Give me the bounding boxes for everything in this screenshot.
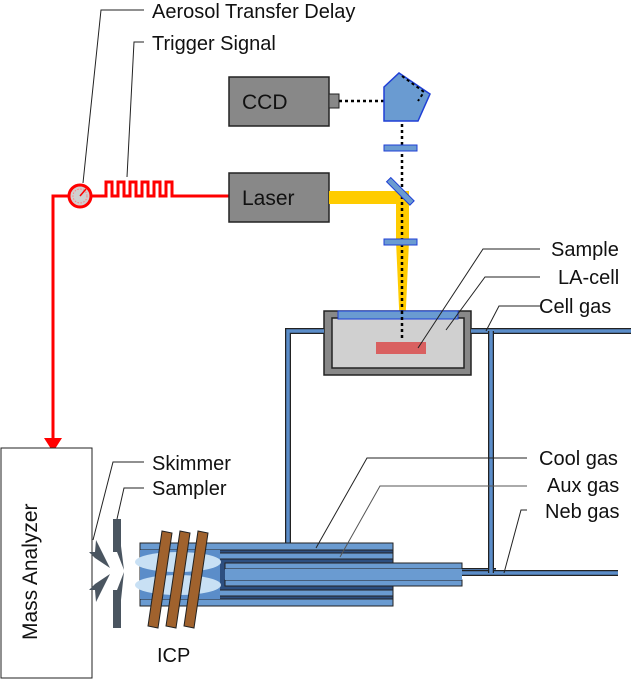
mass-analyzer-label: Mass Analyzer: [19, 503, 42, 640]
label-skimmer: Skimmer: [152, 453, 231, 475]
leader-sample: [417, 248, 540, 349]
label-cool-gas: Cool gas: [539, 448, 618, 470]
leader-trigger: [126, 41, 144, 178]
lens-upper-icon: [383, 144, 418, 152]
signal-line: [44, 180, 230, 452]
delay-dial-icon: [67, 183, 93, 209]
ccd-box: CCD: [228, 76, 340, 127]
sample-icon: [376, 342, 426, 354]
leader-sampler: [116, 487, 144, 520]
leader-la-cell: [445, 276, 540, 331]
rf-coil-icon: [147, 530, 209, 629]
label-sampler: Sampler: [152, 478, 227, 500]
leader-cool-gas: [315, 457, 527, 549]
trigger-pulse-icon: [90, 180, 230, 198]
sampler-cone-icon: [113, 519, 124, 628]
leader-aerosol: [82, 9, 144, 184]
leader-neb-gas: [503, 509, 527, 574]
label-aerosol-delay: Aerosol Transfer Delay: [152, 1, 355, 23]
mass-analyzer-box: Mass Analyzer: [0, 447, 93, 679]
label-cell-gas: Cell gas: [539, 296, 611, 318]
laser-label: Laser: [242, 187, 295, 210]
leader-skimmer: [92, 461, 144, 541]
prism-icon: [383, 72, 431, 122]
mirror-icon: [385, 176, 415, 206]
label-trigger-signal: Trigger Signal: [152, 33, 276, 55]
la-cell: [323, 310, 472, 376]
lens-lower-icon: [383, 238, 418, 246]
ccd-label: CCD: [242, 91, 288, 114]
label-aux-gas: Aux gas: [547, 475, 619, 497]
laser-box: Laser: [228, 172, 330, 223]
leader-aux-gas: [339, 485, 527, 558]
arrow-down-icon: [44, 438, 62, 452]
label-sample: Sample: [551, 239, 619, 261]
label-icp: ICP: [157, 645, 190, 667]
leader-cell-gas: [485, 305, 540, 332]
label-neb-gas: Neb gas: [545, 501, 620, 523]
label-la-cell: LA-cell: [558, 267, 619, 289]
skimmer-cone-icon: [89, 540, 110, 602]
